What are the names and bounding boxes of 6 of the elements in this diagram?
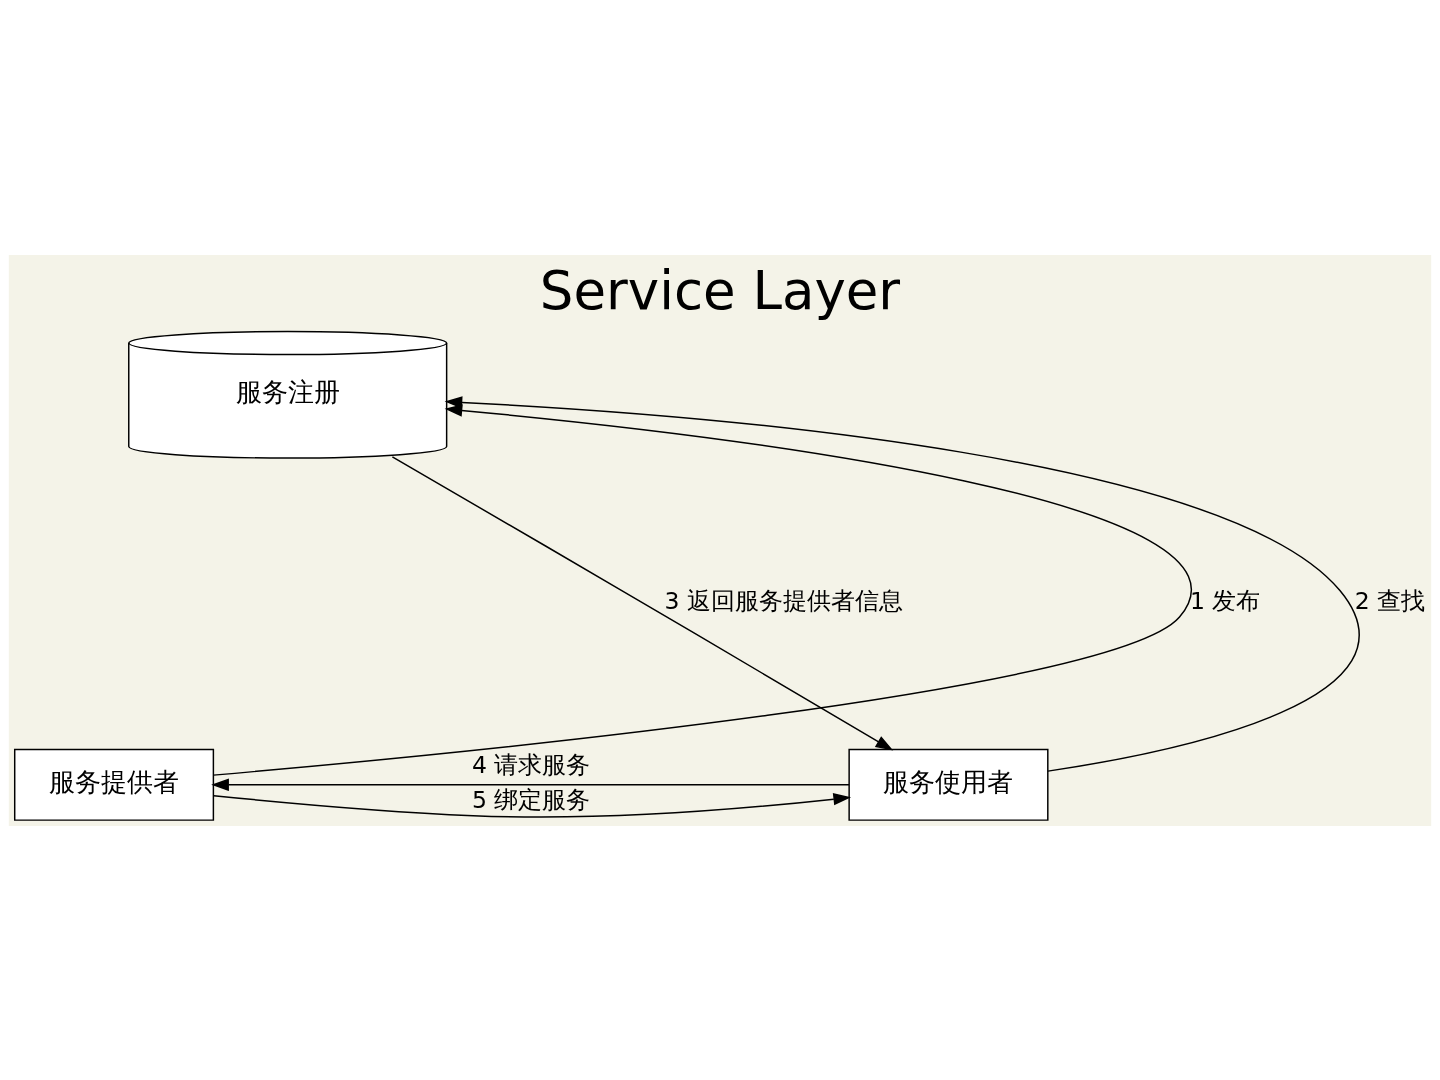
edge-label: 1 发布 bbox=[1189, 586, 1261, 615]
diagram-title: Service Layer bbox=[539, 259, 901, 321]
edge-label: 3 返回服务提供者信息 bbox=[664, 586, 903, 615]
edge-label: 4 请求服务 bbox=[472, 750, 591, 779]
edge-label: 5 绑定服务 bbox=[472, 785, 591, 814]
edge-label: 2 查找 bbox=[1354, 586, 1426, 615]
